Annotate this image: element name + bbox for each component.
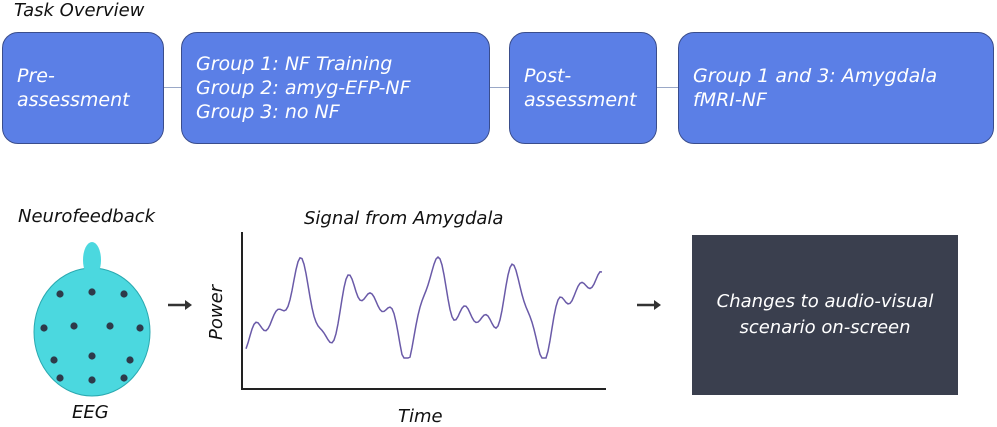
electrode-dot (56, 290, 64, 298)
step-connector-2 (490, 87, 510, 88)
electrode-dot (120, 290, 128, 298)
task-overview-title: Task Overview (14, 0, 145, 21)
electrode-dot (70, 322, 78, 330)
signal-line (245, 255, 603, 359)
step-connector-1 (164, 87, 182, 88)
plot-xlabel: Time (398, 406, 443, 427)
step-line: assessment (524, 89, 637, 111)
output-scenario-box: Changes to audio-visual scenario on-scre… (692, 235, 958, 395)
output-line: Changes to audio-visual (716, 291, 934, 312)
electrode-dot (88, 352, 96, 360)
neurofeedback-title: Neurofeedback (18, 206, 156, 227)
electrode-dot (88, 376, 96, 384)
step-line: Group 1: NF Training (196, 53, 393, 75)
eeg-label: EEG (72, 402, 109, 423)
electrode-dot (120, 374, 128, 382)
step-line: assessment (17, 89, 130, 111)
electrode-dot (106, 322, 114, 330)
electrode-dot (136, 324, 144, 332)
electrode-dot (56, 374, 64, 382)
plot-ylabel: Power (206, 284, 227, 340)
arrow-right-icon (168, 300, 192, 310)
step-line: Group 1 and 3: Amygdala (693, 65, 938, 87)
step-line: Group 3: no NF (196, 101, 340, 123)
electrode-dot (88, 288, 96, 296)
step-pre-assessment: Pre- assessment (2, 32, 164, 144)
electrode-dot (126, 356, 134, 364)
eeg-head-icon (33, 242, 151, 397)
step-nf-training-groups: Group 1: NF Training Group 2: amyg-EFP-N… (181, 32, 490, 144)
plot-title: Signal from Amygdala (304, 208, 504, 229)
step-line: fMRI-NF (693, 89, 767, 111)
step-line: Pre- (17, 65, 55, 87)
step-post-assessment: Post- assessment (509, 32, 657, 144)
step-line: Group 2: amyg-EFP-NF (196, 77, 411, 99)
signal-plot (241, 232, 606, 390)
step-fmri-nf: Group 1 and 3: Amygdala fMRI-NF (678, 32, 994, 144)
step-connector-3 (657, 87, 679, 88)
output-line: scenario on-screen (739, 317, 911, 338)
step-line: Post- (524, 65, 572, 87)
electrode-dot (40, 324, 48, 332)
electrode-dot (50, 356, 58, 364)
arrow-right-icon (637, 300, 661, 310)
